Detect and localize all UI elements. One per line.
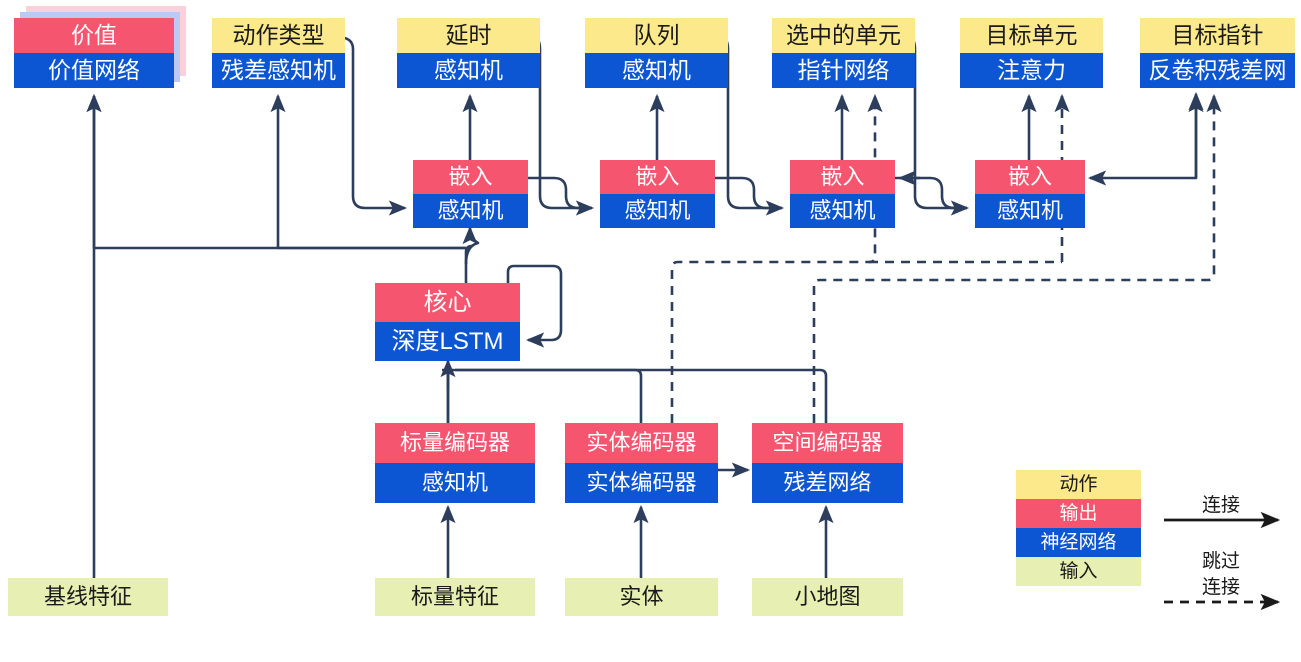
head-target_unit-network: 注意力	[960, 53, 1103, 88]
embed-embed4-network: 感知机	[975, 194, 1085, 228]
embed-embed3-network: 感知机	[790, 194, 895, 228]
input-entities: 实体	[565, 578, 718, 616]
head-target_unit-title: 目标单元	[960, 18, 1103, 53]
encoder-spatial_encoder-title: 空间编码器	[752, 423, 903, 463]
head-value-title: 价值	[14, 18, 174, 53]
head-queued-network: 感知机	[585, 53, 728, 88]
head-target_point-network: 反卷积残差网	[1140, 53, 1295, 88]
input-scalar_features: 标量特征	[375, 578, 535, 616]
encoder-entity_encoder-title: 实体编码器	[565, 423, 718, 463]
edge-embed3-chain	[895, 176, 967, 210]
legend-action-swatch: 动作	[1016, 470, 1141, 499]
edge-skip-spatial-to-targetpoint	[812, 93, 1222, 423]
legend-network-swatch: 神经网络	[1016, 528, 1141, 557]
edge-core-to-embed1	[462, 225, 480, 265]
head-selected_units-title: 选中的单元	[772, 18, 915, 53]
embed-embed1-network: 感知机	[413, 194, 528, 228]
input-minimap: 小地图	[752, 578, 903, 616]
core-title: 核心	[375, 283, 520, 322]
embed-embed2-title: 嵌入	[600, 160, 715, 194]
head-selected_units: 选中的单元指针网络	[772, 18, 915, 88]
head-target_unit: 目标单元注意力	[960, 18, 1103, 88]
encoder-spatial_encoder: 空间编码器残差网络	[752, 423, 903, 503]
embed-embed4-title: 嵌入	[975, 160, 1085, 194]
head-delay: 延时感知机	[397, 18, 540, 88]
edge-selected-to-embed4	[905, 35, 970, 216]
encoder-entity_encoder-network: 实体编码器	[565, 463, 718, 503]
head-queued: 队列感知机	[585, 18, 728, 88]
encoder-scalar_encoder: 标量编码器感知机	[375, 423, 535, 503]
embed-embed2: 嵌入感知机	[600, 160, 715, 228]
core-network: 深度LSTM	[375, 322, 520, 361]
edge-embed1-chain	[528, 176, 592, 210]
edge-entityenc-to-core-bus	[455, 368, 643, 423]
legend-output-swatch: 输出	[1016, 499, 1141, 528]
head-queued-title: 队列	[585, 18, 728, 53]
embed-embed1: 嵌入感知机	[413, 160, 528, 228]
embed-embed2-network: 感知机	[600, 194, 715, 228]
embed-embed4: 嵌入感知机	[975, 160, 1085, 228]
head-selected_units-network: 指针网络	[772, 53, 915, 88]
legend-arrow-glyphs	[1164, 511, 1281, 611]
encoder-entity_encoder: 实体编码器实体编码器	[565, 423, 718, 503]
legend-solid-label: 连接	[1201, 495, 1240, 516]
encoder-scalar_encoder-network: 感知机	[375, 463, 535, 503]
head-value: 价值价值网络	[14, 18, 174, 88]
input-baseline_features: 基线特征	[8, 578, 168, 616]
legend-dashed-label-1: 跳过	[1201, 551, 1240, 572]
embed-embed3-title: 嵌入	[790, 160, 895, 194]
legend-input-swatch: 输入	[1016, 557, 1141, 586]
legend-dashed-label-2: 连接	[1201, 577, 1240, 598]
head-action_type: 动作类型残差感知机	[212, 18, 345, 88]
head-target_point-title: 目标指针	[1140, 18, 1295, 53]
head-target_point: 目标指针反卷积残差网	[1140, 18, 1295, 88]
head-value-network: 价值网络	[14, 53, 174, 88]
encoder-spatial_encoder-network: 残差网络	[752, 463, 903, 503]
head-delay-network: 感知机	[397, 53, 540, 88]
legend-swatches: 动作 输出 神经网络 输入	[1016, 470, 1141, 586]
embed-embed1-title: 嵌入	[413, 160, 528, 194]
edge-skip-entity-to-selected	[670, 93, 883, 423]
edge-delay-to-embed2	[530, 35, 595, 216]
head-delay-title: 延时	[397, 18, 540, 53]
edge-actiontype-to-embed1	[335, 35, 408, 216]
edge-spatialenc-to-core-bus	[455, 368, 828, 423]
edge-embed2-chain	[715, 176, 782, 210]
core-core: 核心深度LSTM	[375, 283, 520, 361]
embed-embed3: 嵌入感知机	[790, 160, 895, 228]
head-action_type-title: 动作类型	[212, 18, 345, 53]
head-action_type-network: 残差感知机	[212, 53, 345, 88]
encoder-scalar_encoder-title: 标量编码器	[375, 423, 535, 463]
